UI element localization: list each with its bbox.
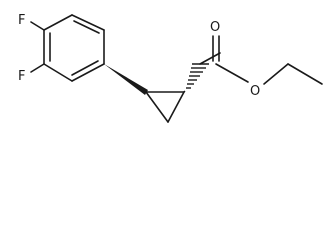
stereo-hash-carbonyl [183, 63, 209, 93]
carbonyl-double-bond [199, 35, 221, 65]
fluorine-label-top: F [18, 13, 25, 28]
o-ch2-bond [263, 63, 289, 85]
c-f-bond-bottom [30, 63, 45, 73]
ch2-ch3-bond [287, 63, 323, 85]
stereo-wedge-aryl [104, 64, 148, 95]
benzene-ring [43, 14, 105, 82]
ester-c-o-bond [215, 63, 249, 83]
fluorine-label-bottom: F [18, 69, 25, 84]
carbonyl-oxygen-label: O [210, 20, 220, 35]
c-f-bond-top [30, 21, 45, 31]
cyclopropane-ring [145, 91, 185, 123]
chemical-structure: F F O O [18, 13, 323, 123]
ester-oxygen-label: O [250, 84, 260, 99]
